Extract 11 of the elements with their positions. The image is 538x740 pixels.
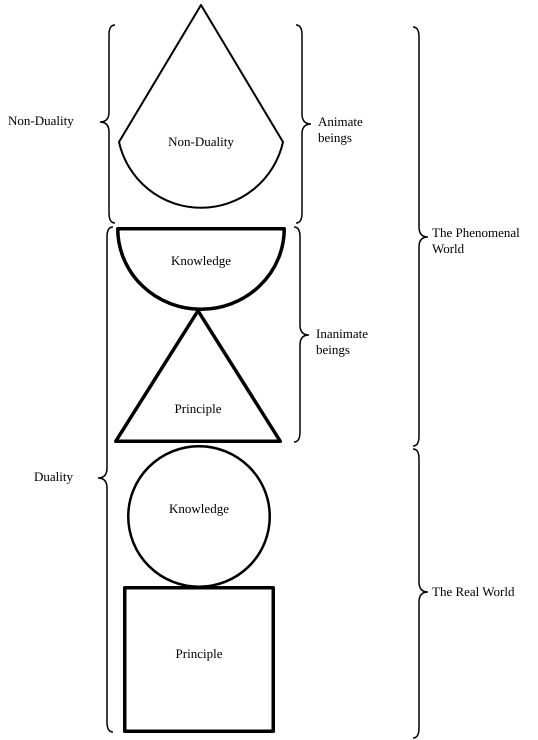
shape-label: Non-Duality — [167, 134, 235, 150]
brace-label: Duality — [34, 469, 74, 485]
brace-label: The Phenomenal World — [432, 225, 521, 257]
shape-label: Knowledge — [170, 253, 232, 269]
brace-label: Non-Duality — [8, 113, 75, 129]
brace-label: Inanimate beings — [316, 326, 369, 358]
brace-label: The Real World — [432, 584, 516, 600]
brace-label: Animate beings — [318, 114, 364, 146]
shape-label: Principle — [174, 646, 224, 662]
shape-label: Knowledge — [168, 501, 230, 517]
shape-label: Principle — [174, 401, 222, 417]
